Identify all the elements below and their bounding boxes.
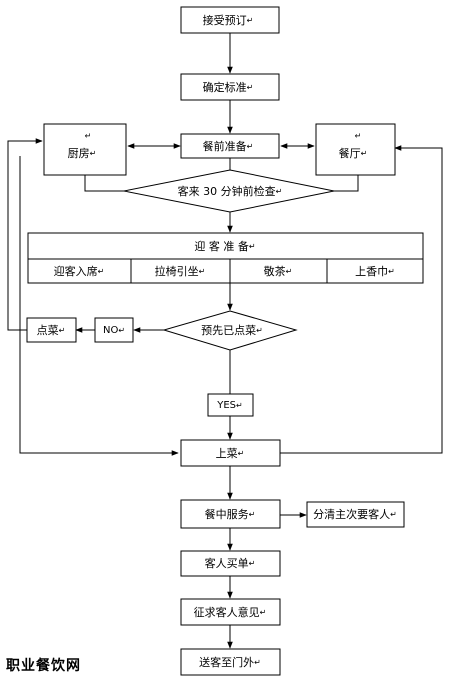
node-no (94, 317, 134, 343)
node-welcome-items (27, 258, 424, 284)
node-order (26, 317, 77, 343)
node-yes (207, 393, 254, 417)
node-hall (315, 123, 396, 176)
label-welcome-item-2: 拉椅引坐↵ (155, 264, 206, 278)
node-serve (180, 439, 281, 467)
pm-hall: ↵ (355, 132, 362, 141)
label-feedback: 征求客人意见↵ (194, 605, 267, 619)
label-distinguish: 分清主次要客人↵ (313, 507, 397, 521)
node-prep (180, 133, 280, 159)
node-distinguish (306, 501, 405, 528)
node-preorder (162, 310, 298, 351)
watermark: 职业餐饮网 (6, 658, 81, 674)
node-check (123, 169, 335, 213)
label-kitchen: 厨房↵ (68, 147, 97, 160)
label-farewell: 送客至门外↵ (199, 655, 261, 669)
node-feedback (180, 598, 281, 626)
node-accept (180, 6, 280, 34)
edge-order-kitchen (7, 138, 43, 331)
label-check: 客来 30 分钟前检查↵ (178, 184, 283, 198)
edge-serve-hall (280, 145, 443, 454)
pm-kitchen: ↵ (85, 132, 92, 141)
label-accept: 接受预订↵ (203, 14, 254, 27)
label-during: 餐中服务↵ (205, 507, 256, 521)
label-bill: 客人买单↵ (205, 556, 256, 570)
label-welcome-title: 迎 客 准 备↵ (194, 239, 255, 253)
edge-kitchen-check (84, 175, 124, 192)
edge-kitchen-serve (19, 156, 179, 456)
label-order: 点菜↵ (37, 324, 66, 337)
label-hall: 餐厅↵ (339, 146, 368, 160)
label-standard: 确定标准↵ (203, 80, 254, 94)
node-during (180, 499, 281, 529)
node-farewell (180, 648, 281, 676)
label-welcome-item-3: 敬茶↵ (264, 265, 293, 278)
label-yes: YES↵ (216, 400, 242, 411)
edge-hall-check (334, 175, 359, 192)
node-kitchen (43, 123, 127, 176)
label-welcome-item-4: 上香巾↵ (355, 264, 395, 278)
label-no: NO↵ (103, 325, 125, 336)
label-serve: 上菜↵ (216, 447, 245, 460)
node-bill (180, 550, 281, 577)
label-welcome-item-1: 迎客入席↵ (54, 264, 105, 278)
node-standard (180, 73, 280, 101)
label-preorder: 预先已点菜↵ (201, 324, 263, 337)
label-prep: 餐前准备↵ (203, 139, 254, 153)
